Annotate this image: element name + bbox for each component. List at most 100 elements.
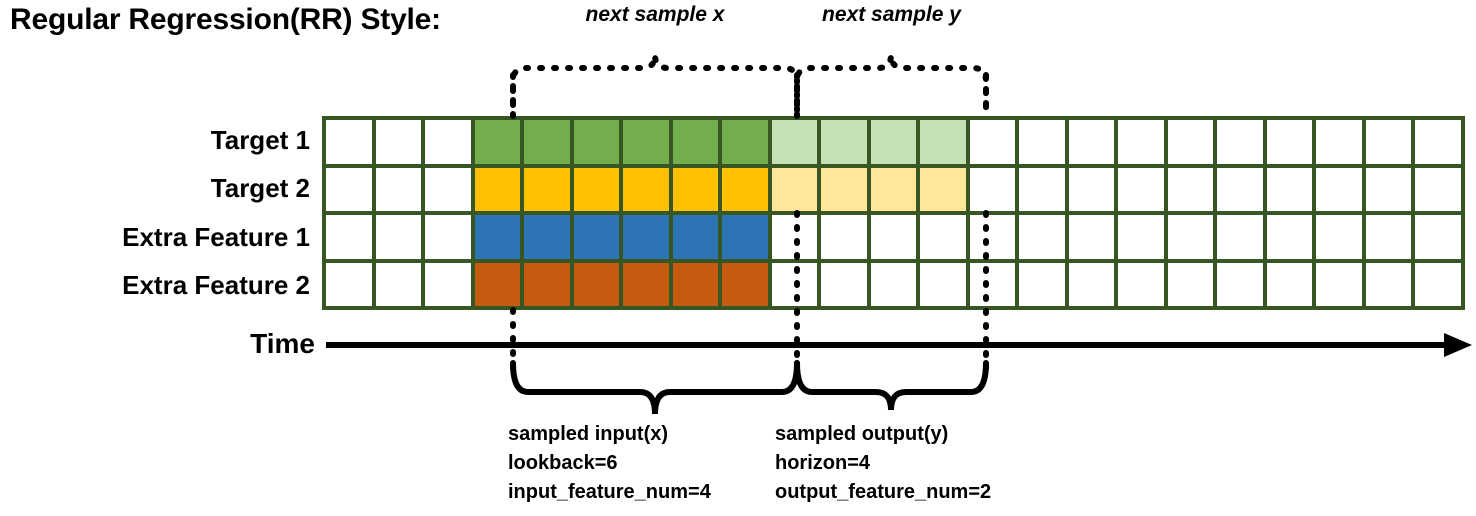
grid-cell-blank-r4-c13 [920,262,966,306]
grid-cell-output-r1-c11 [821,120,867,164]
sampled-output-line-1: sampled output(y) [775,423,949,445]
grid-cell-blank-r1-c22 [1365,120,1412,164]
grid-cell-blank-r3-c19 [1217,215,1263,259]
page-title: Regular Regression(RR) Style: [10,3,441,36]
grid-cell-blank-r4-c19 [1217,262,1263,306]
grid-cell-input-r1-c7 [623,120,669,164]
grid-cell-blank-r1-c2 [375,120,422,164]
grid-cell-input-r2-c8 [672,167,719,211]
grid-cell-blank-r3-c1 [326,215,372,259]
grid-cell-blank-r2-c22 [1365,167,1412,211]
grid-cell-input-r3-c5 [524,215,570,259]
grid-cell-input-r1-c6 [573,120,620,164]
grid-cell-input-r3-c8 [672,215,719,259]
grid-cell-blank-r3-c16 [1068,215,1115,259]
grid-cell-blank-r2-c19 [1217,167,1263,211]
grid-cell-blank-r3-c20 [1266,215,1313,259]
grid-cell-blank-r4-c20 [1266,262,1313,306]
grid-cell-blank-r3-c18 [1167,215,1214,259]
grid-cell-blank-r1-c15 [1019,120,1065,164]
grid-cell-blank-r3-c10 [771,215,818,259]
time-axis-label: Time [250,328,315,359]
grid-cell-blank-r4-c11 [821,262,867,306]
grid-cell-blank-r3-c17 [1118,215,1164,259]
sampled-input-line-2: lookback=6 [508,452,618,474]
grid-cell-blank-r3-c3 [425,215,471,259]
grid-cell-blank-r4-c16 [1068,262,1115,306]
sampled-output-line-3: output_feature_num=2 [775,481,992,503]
row-label-column: Target 1 Target 2 Extra Feature 1 Extra … [0,116,310,310]
grid-cell-blank-r3-c23 [1415,215,1461,259]
grid-cell-output-r1-c10 [771,120,818,164]
brace-next-sample-x [510,54,800,119]
grid-cell-input-r4-c7 [623,262,669,306]
grid-cell-blank-r2-c20 [1266,167,1313,211]
grid-cell-blank-r1-c21 [1316,120,1362,164]
time-axis-arrow [326,333,1472,357]
grid-cell-input-r2-c9 [722,167,768,211]
grid-cell-blank-r4-c15 [1019,262,1065,306]
next-sample-y-label: next sample y [822,3,961,26]
grid-cell-input-r1-c8 [672,120,719,164]
grid-cell-blank-r2-c15 [1019,167,1065,211]
grid-cell-blank-r1-c3 [425,120,471,164]
grid-cell-input-r1-c9 [722,120,768,164]
grid-cell-input-r4-c9 [722,262,768,306]
grid-cell-blank-r4-c21 [1316,262,1362,306]
grid-cell-output-r1-c12 [870,120,917,164]
grid-cell-input-r4-c8 [672,262,719,306]
grid-cell-blank-r3-c21 [1316,215,1362,259]
grid-cell-blank-r1-c17 [1118,120,1164,164]
grid-cell-blank-r1-c18 [1167,120,1214,164]
grid-cell-blank-r3-c12 [870,215,917,259]
grid-cell-blank-r1-c1 [326,120,372,164]
grid-cell-input-r2-c5 [524,167,570,211]
row-label-extra-feature-2: Extra Feature 2 [122,270,310,300]
grid-cell-input-r2-c7 [623,167,669,211]
grid-cell-blank-r4-c14 [969,262,1016,306]
grid-cell-input-r2-c4 [474,167,521,211]
row-label-target-2: Target 2 [210,173,310,203]
grid-cell-blank-r2-c1 [326,167,372,211]
sampled-output-line-2: horizon=4 [775,452,871,474]
grid-cell-blank-r2-c3 [425,167,471,211]
grid-cell-blank-r4-c1 [326,262,372,306]
grid-cell-input-r3-c7 [623,215,669,259]
timeline-grid [322,116,1465,310]
grid-cell-blank-r1-c14 [969,120,1016,164]
dotted-guides [510,72,989,119]
grid-cell-blank-r2-c17 [1118,167,1164,211]
grid-cell-blank-r4-c3 [425,262,471,306]
grid-cell-input-r3-c4 [474,215,521,259]
brace-sampled-input [510,360,800,415]
sampled-input-note: sampled input(x) lookback=6 input_featur… [508,420,711,507]
next-sample-x-label: next sample x [585,3,725,26]
grid-cell-input-r1-c4 [474,120,521,164]
brace-next-sample-y [794,54,989,119]
grid-cell-blank-r3-c11 [821,215,867,259]
grid-cell-blank-r4-c18 [1167,262,1214,306]
grid-cell-input-r2-c6 [573,167,620,211]
grid-cell-blank-r2-c16 [1068,167,1115,211]
grid-cell-input-r4-c5 [524,262,570,306]
grid-cell-blank-r4-c12 [870,262,917,306]
grid-cell-output-r2-c10 [771,167,818,211]
row-label-extra-feature-1: Extra Feature 1 [122,222,310,252]
grid-cell-blank-r4-c17 [1118,262,1164,306]
grid-cell-blank-r1-c23 [1415,120,1461,164]
grid-cell-blank-r4-c2 [375,262,422,306]
grid-cell-input-r3-c6 [573,215,620,259]
grid-cell-blank-r4-c10 [771,262,818,306]
brace-sampled-output [794,360,989,411]
grid-cell-blank-r3-c14 [969,215,1016,259]
grid-cell-blank-r4-c23 [1415,262,1461,306]
grid-cell-blank-r2-c21 [1316,167,1362,211]
grid-cell-blank-r1-c20 [1266,120,1313,164]
grid-cell-blank-r1-c16 [1068,120,1115,164]
grid-cell-input-r4-c4 [474,262,521,306]
grid-cell-output-r2-c13 [920,167,966,211]
grid-cell-blank-r2-c23 [1415,167,1461,211]
grid-cell-blank-r2-c14 [969,167,1016,211]
sampled-output-note: sampled output(y) horizon=4 output_featu… [775,420,991,507]
